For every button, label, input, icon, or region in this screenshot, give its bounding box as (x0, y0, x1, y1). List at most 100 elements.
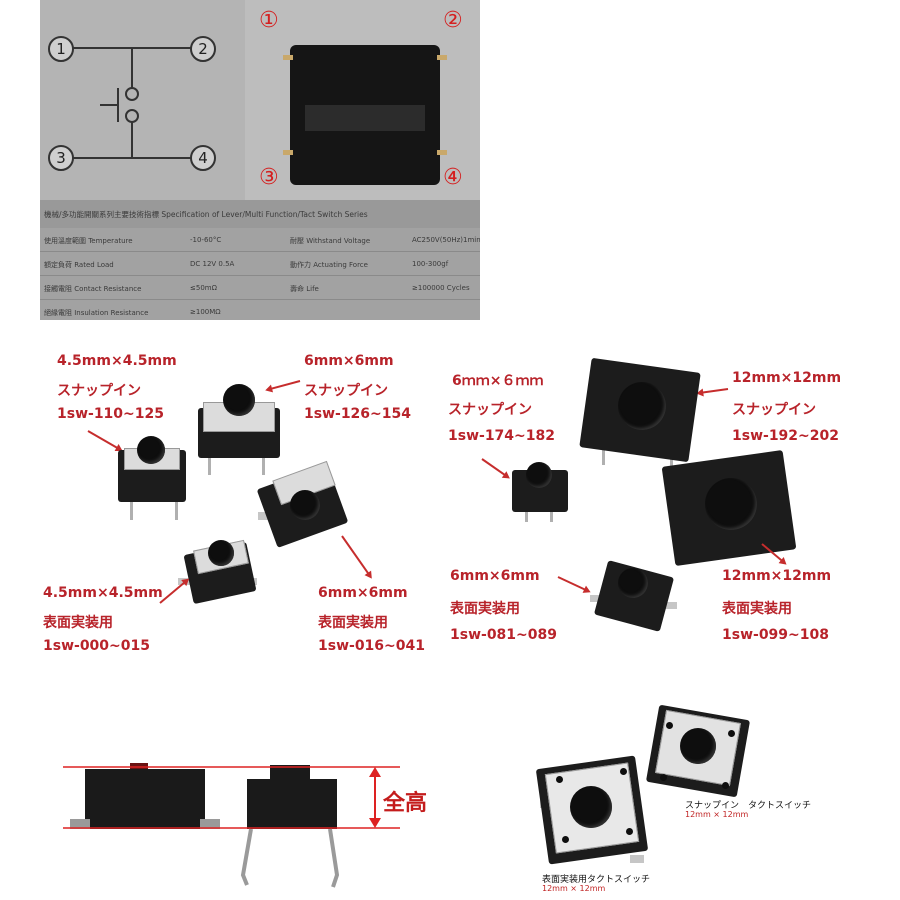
switch-slot (305, 105, 425, 131)
switch-tab (258, 512, 272, 520)
pointer-arrow (557, 576, 590, 593)
pointer-arrow (159, 579, 189, 604)
switch-button (618, 568, 648, 598)
spec-value: AC250V(50Hz)1min (412, 236, 480, 244)
photo-pin-4: ④ (443, 165, 463, 190)
switch-photo: ① ② ③ ④ (245, 0, 480, 200)
corner-dot (620, 768, 627, 775)
product-shots: スナップイン タクトスイッチ 12mm × 12mm 表面実装用タクトスイッチ … (520, 690, 900, 900)
size-label: 4.5mm×4.5mm (43, 585, 163, 601)
size-label: 6mm×6mm (450, 568, 540, 584)
switch-button (705, 478, 757, 530)
switch-tab (665, 602, 677, 609)
corner-dot (722, 782, 729, 789)
photo-pin-3: ③ (259, 165, 279, 190)
pin-tab (437, 55, 447, 60)
switch-button (208, 540, 234, 566)
spec-label: 接觸電阻 Contact Resistance (44, 285, 142, 293)
pointer-arrow (87, 430, 122, 451)
pin-3-label: 3 (48, 145, 74, 171)
spec-value: DC 12V 0.5A (190, 260, 235, 268)
catalog-left: 4.5mm×4.5mm スナップイン 1sw-110~125 6mm×6mm ス… (0, 340, 450, 670)
spec-header-text: 機械/多功能開關系列主要技術指標 Specification of Lever/… (44, 210, 368, 219)
pointer-arrow (266, 380, 301, 391)
switch-schematic: 1 2 3 4 (40, 0, 245, 200)
spec-value: -10-60°C (190, 236, 222, 244)
corner-dot (728, 730, 735, 737)
spec-row: 額定負荷 Rated Load DC 12V 0.5A 動作力 Actuatin… (40, 252, 480, 276)
catalog-right: 6ｍｍ×６ｍｍ スナップイン 1sw-174~182 12mm×12mm スナッ… (448, 340, 900, 670)
switch-button (618, 382, 666, 430)
spec-label: 壽命 Life (290, 285, 319, 293)
snap-switch-button (680, 728, 716, 764)
size-label: 4.5mm×4.5mm (57, 353, 177, 369)
spec-label: 使用溫度範圍 Temperature (44, 237, 133, 245)
pin-2-label: 2 (190, 36, 216, 62)
part-label: 1sw-081~089 (450, 627, 557, 643)
part-label: 1sw-126~154 (304, 406, 411, 422)
corner-dot (562, 836, 569, 843)
smd-switch-button (570, 786, 612, 828)
switch-button (290, 490, 320, 520)
photo-pin-1: ① (259, 8, 279, 33)
spec-row: 使用溫度範圍 Temperature -10-60°C 耐壓 Withstand… (40, 228, 480, 252)
total-height-label: 全高 (383, 791, 428, 816)
size-label: 6mm×6mm (304, 353, 394, 369)
corner-dot (556, 776, 563, 783)
switch-leg (175, 490, 178, 520)
switch-button (223, 384, 255, 416)
spec-value: ≥100MΩ (190, 308, 221, 316)
type-label: スナップイン (57, 383, 141, 399)
pin-tab (437, 150, 447, 155)
spec-label: 動作力 Actuating Force (290, 261, 368, 269)
smd-caption: 表面実装用タクトスイッチ (542, 875, 651, 885)
spec-label: 耐壓 Withstand Voltage (290, 237, 371, 245)
pointer-arrow (481, 458, 509, 479)
height-lines (63, 763, 400, 888)
type-label: スナップイン (732, 402, 816, 418)
spec-value: 100-300gf (412, 260, 449, 268)
spec-value: ≤50mΩ (190, 284, 217, 292)
part-label: 1sw-192~202 (732, 428, 839, 444)
type-label: 表面実装用 (43, 615, 113, 631)
size-label: 12mm×12mm (732, 370, 842, 386)
type-label: 表面実装用 (318, 615, 388, 631)
spec-row: 接觸電阻 Contact Resistance ≤50mΩ 壽命 Life ≥1… (40, 276, 480, 300)
pin-4-label: 4 (190, 145, 216, 171)
type-label: スナップイン (304, 383, 388, 399)
size-label: 6mm×6mm (318, 585, 408, 601)
switch-tab (590, 595, 602, 602)
size-label: 6ｍｍ×６ｍｍ (452, 373, 544, 389)
size-label: 12mm×12mm (722, 568, 832, 584)
switch-tab (630, 855, 644, 863)
spec-value: ≥100000 Cycles (412, 284, 470, 292)
pointer-arrow (341, 535, 372, 578)
pointer-arrow (698, 388, 729, 395)
spec-row: 絕緣電阻 Insulation Resistance ≥100MΩ (40, 300, 480, 320)
spec-header: 機械/多功能開關系列主要技術指標 Specification of Lever/… (40, 200, 480, 228)
part-label: 1sw-099~108 (722, 627, 829, 643)
switch-leg (130, 490, 133, 520)
snap-size: 12mm × 12mm (685, 810, 749, 819)
corner-dot (660, 774, 667, 781)
part-label: 1sw-174~182 (448, 428, 555, 444)
spec-table: 機械/多功能開關系列主要技術指標 Specification of Lever/… (40, 200, 480, 320)
part-label: 1sw-016~041 (318, 638, 425, 654)
corner-dot (626, 828, 633, 835)
photo-pin-2: ② (443, 8, 463, 33)
height-diagram: 全高 (55, 755, 455, 895)
snap-caption: スナップイン タクトスイッチ (685, 801, 812, 811)
type-label: スナップイン (448, 402, 532, 418)
part-label: 1sw-110~125 (57, 406, 164, 422)
smd-size: 12mm × 12mm (542, 884, 606, 893)
spec-label: 額定負荷 Rated Load (44, 261, 114, 269)
type-label: 表面実装用 (450, 601, 520, 617)
pin-1-label: 1 (48, 36, 74, 62)
spec-label: 絕緣電阻 Insulation Resistance (44, 309, 149, 317)
part-label: 1sw-000~015 (43, 638, 150, 654)
corner-dot (666, 722, 673, 729)
schematic-diagram (72, 47, 192, 159)
switch-button (526, 462, 552, 488)
pin-tab (283, 55, 293, 60)
pin-tab (283, 150, 293, 155)
